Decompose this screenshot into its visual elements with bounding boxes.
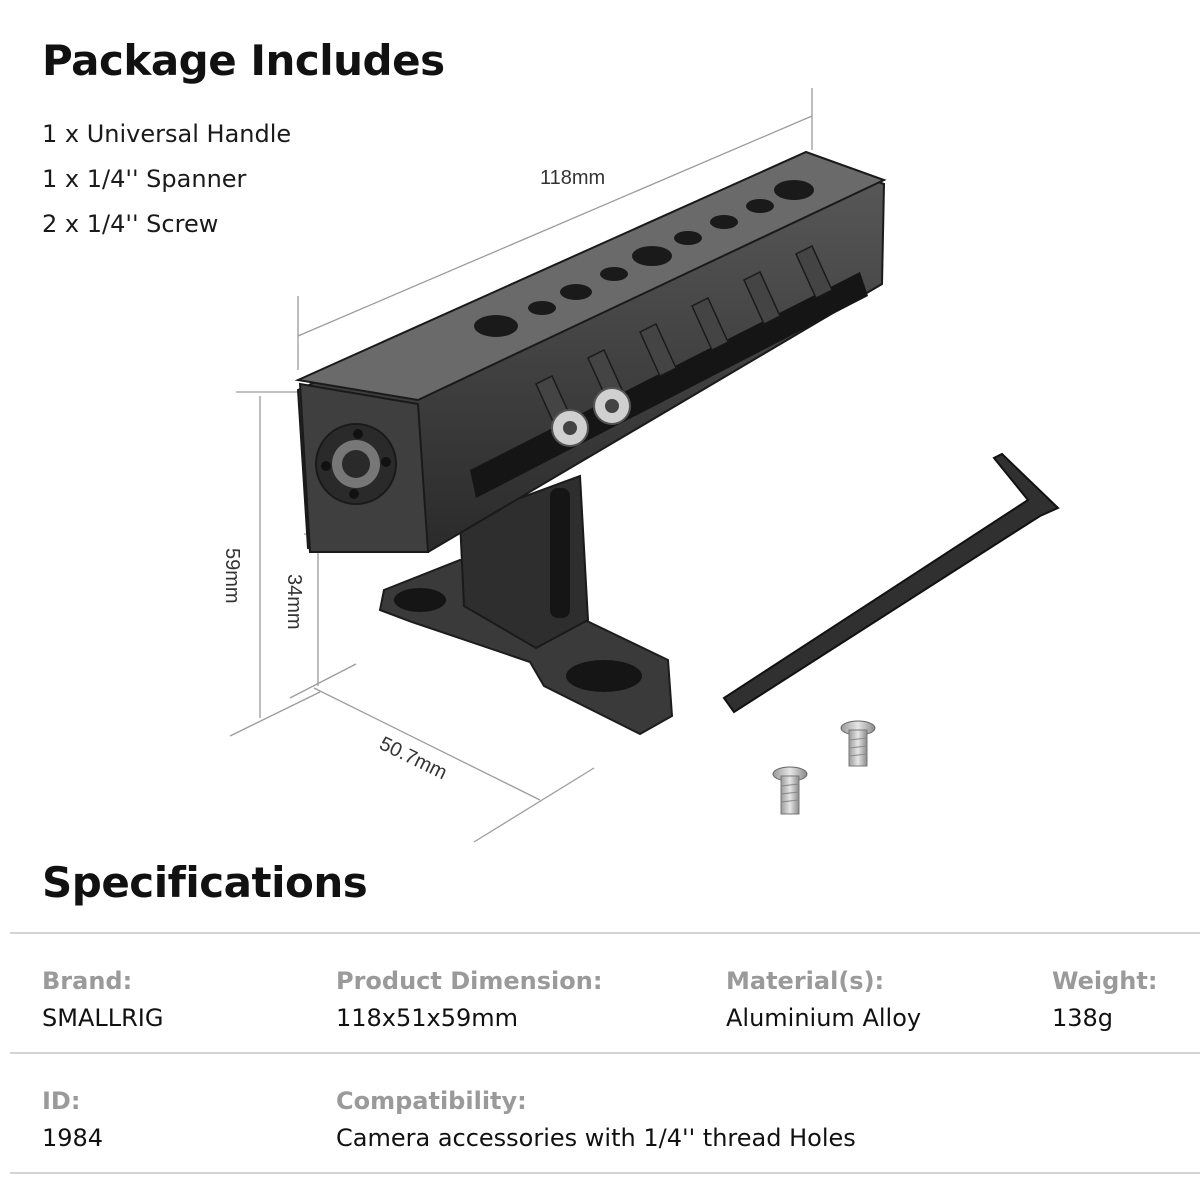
package-item: 1 x 1/4'' Spanner xyxy=(42,165,247,193)
dimension-height-label: 59mm xyxy=(221,548,243,604)
spec-dimension: Product Dimension: 118x51x59mm xyxy=(336,964,602,1038)
spec-brand: Brand: SMALLRIG xyxy=(42,964,163,1038)
specifications-title: Specifications xyxy=(42,858,368,907)
screw-icon xyxy=(772,766,808,815)
hex-spanner-icon xyxy=(722,452,1060,714)
product-illustration: 118mm 59mm 34mm 50.7mm xyxy=(221,88,1060,843)
screw-icon xyxy=(840,720,876,767)
rail-holes xyxy=(474,180,814,337)
spec-weight: Weight: 138g xyxy=(1052,964,1157,1038)
spec-material-value: Aluminium Alloy xyxy=(726,1004,922,1032)
handle-stem xyxy=(458,474,590,650)
spec-id-value: 1984 xyxy=(42,1124,104,1152)
spec-id: ID: 1984 xyxy=(42,1084,103,1158)
package-item: 2 x 1/4'' Screw xyxy=(42,210,219,238)
dimension-length-label: 118mm xyxy=(540,167,605,189)
spec-compatibility: Compatibility: Camera accessories with 1… xyxy=(336,1084,856,1158)
lock-screw-icons xyxy=(551,387,631,447)
divider xyxy=(10,1172,1200,1174)
dimension-lines xyxy=(229,88,813,843)
dimension-depth-label: 50.7mm xyxy=(376,733,451,784)
handle-base-plate xyxy=(378,558,674,736)
package-items-list: 1 x Universal Handle 1 x 1/4'' Spanner 2… xyxy=(42,112,291,247)
front-thread-hole xyxy=(315,423,397,505)
spec-material-label: Material(s): xyxy=(726,967,885,995)
spec-brand-label: Brand: xyxy=(42,967,133,995)
package-includes-title: Package Includes xyxy=(42,36,445,85)
dimension-base-height-label: 34mm xyxy=(283,574,305,630)
spec-material: Material(s): Aluminium Alloy xyxy=(726,964,921,1038)
spec-id-label: ID: xyxy=(42,1087,81,1115)
divider xyxy=(10,1052,1200,1054)
spec-brand-value: SMALLRIG xyxy=(42,1004,164,1032)
spec-compatibility-value: Camera accessories with 1/4'' thread Hol… xyxy=(336,1124,856,1152)
spec-compatibility-label: Compatibility: xyxy=(336,1087,527,1115)
spec-dimension-label: Product Dimension: xyxy=(336,967,603,995)
spec-weight-value: 138g xyxy=(1052,1004,1114,1032)
divider xyxy=(10,932,1200,934)
spec-dimension-value: 118x51x59mm xyxy=(336,1004,519,1032)
package-item: 1 x Universal Handle xyxy=(42,120,292,148)
spec-weight-label: Weight: xyxy=(1052,967,1158,995)
